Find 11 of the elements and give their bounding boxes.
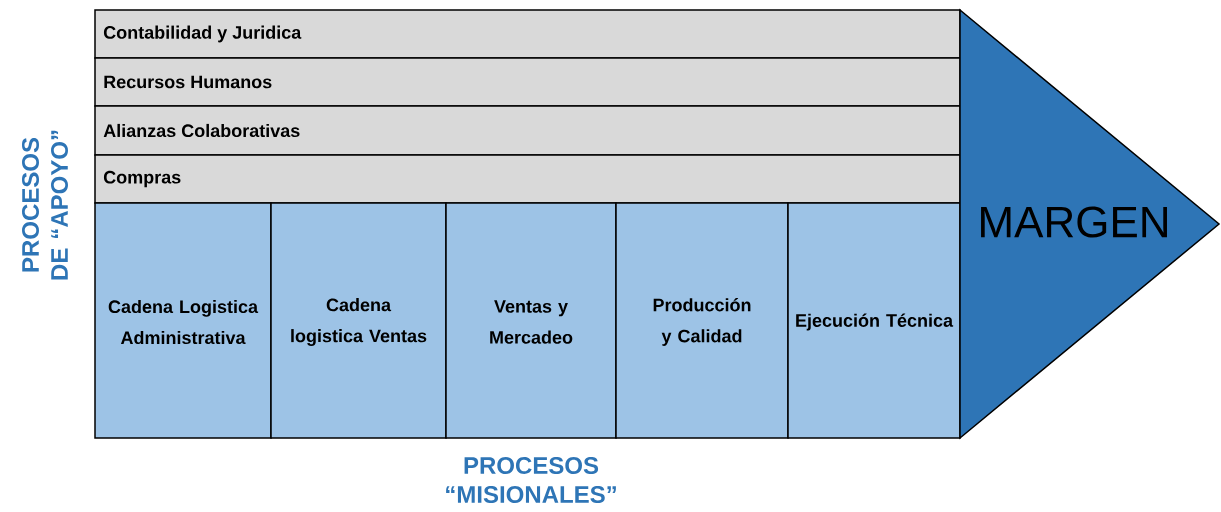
process-band: Alianzas Colaborativas [94, 105, 961, 156]
process-cell: Cadena logistica Ventas [270, 202, 447, 439]
process-band: Contabilidad y Juridica [94, 9, 961, 59]
process-band: Compras [94, 154, 961, 204]
section-label: PROCESOS DE “APOYO” [22, 130, 68, 280]
section-label: PROCESOS “MISIONALES” [446, 457, 616, 503]
process-cell: Ventas y Mercadeo [445, 202, 617, 439]
process-cell: Producción y Calidad [615, 202, 789, 439]
process-band: Recursos Humanos [94, 57, 961, 107]
process-cell: Ejecución Técnica [787, 202, 961, 439]
process-cell: Cadena Logistica Administrativa [94, 202, 272, 439]
